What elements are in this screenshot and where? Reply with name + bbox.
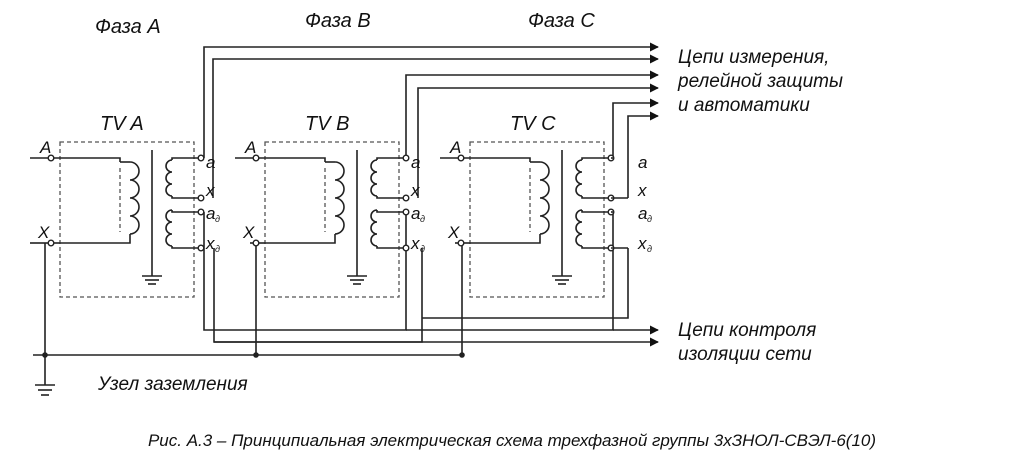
measurement-label-line2: релейной защиты xyxy=(677,71,843,92)
isolation-label-line2: изоляции сети xyxy=(678,344,812,365)
phase-b-title: Фаза В xyxy=(305,10,371,32)
primary-label-x: X xyxy=(447,223,460,242)
primary-terminal-x xyxy=(457,239,465,247)
secondary-winding-aux xyxy=(575,209,583,247)
secondary-label-ad: a xyxy=(411,204,420,223)
primary-label-x: X xyxy=(37,223,50,242)
secondary-label-ad-sub: д xyxy=(215,214,220,224)
secondary-label-ad-sub: д xyxy=(647,214,652,224)
transformer-label: TV A xyxy=(100,113,144,135)
ground-bus xyxy=(33,243,465,385)
secondary-label-x: x xyxy=(410,181,420,200)
primary-terminal-a xyxy=(252,154,260,162)
transformer-label: TV C xyxy=(510,113,556,135)
isolation-bus xyxy=(203,212,659,347)
transformer-enclosure xyxy=(469,141,605,298)
secondary-label-xd-sub: д xyxy=(647,244,652,254)
secondary-label-xd: x xyxy=(205,234,215,253)
transformer-label: TV B xyxy=(305,113,349,135)
transformer-enclosure xyxy=(264,141,400,298)
secondary-label-ad: a xyxy=(638,204,647,223)
secondary-label-xd-sub: д xyxy=(215,244,220,254)
primary-label-a: A xyxy=(244,138,256,157)
secondary-label-x: x xyxy=(205,181,215,200)
secondary-winding-main xyxy=(370,159,378,197)
secondary-label-ad: a xyxy=(206,204,215,223)
secondary-terminal-a xyxy=(402,154,410,162)
secondary-label-xd-sub: д xyxy=(420,244,425,254)
primary-label-a: A xyxy=(449,138,461,157)
secondary-winding-aux xyxy=(370,209,378,247)
phase-a-title: Фаза А xyxy=(95,16,161,38)
ground-junction-1 xyxy=(42,352,48,358)
secondary-label-xd: x xyxy=(410,234,420,253)
secondary-terminal-ad xyxy=(197,208,205,216)
secondary-terminal-ad xyxy=(402,208,410,216)
secondary-label-x: x xyxy=(637,181,647,200)
ground-symbol-icon xyxy=(35,384,55,396)
secondary-label-a: a xyxy=(206,153,215,172)
secondary-label-a: a xyxy=(638,153,647,172)
secondary-winding-main xyxy=(165,159,173,197)
ground-label: Узел заземления xyxy=(97,374,248,395)
secondary-winding-main xyxy=(575,159,583,197)
primary-terminal-x xyxy=(47,239,55,247)
measurement-label-line1: Цепи измерения, xyxy=(678,47,829,68)
wiring-diagram: Фаза А Фаза В Фаза С Цепи измерения, рел… xyxy=(30,10,843,396)
secondary-terminal-x xyxy=(197,194,205,202)
secondary-terminal-xd xyxy=(197,244,205,252)
primary-terminal-x xyxy=(252,239,260,247)
secondary-label-ad-sub: д xyxy=(420,214,425,224)
transformer-enclosure xyxy=(59,141,195,298)
measurement-label-line3: и автоматики xyxy=(678,95,810,116)
phase-c-title: Фаза С xyxy=(528,10,595,32)
primary-winding xyxy=(334,161,345,235)
measurement-bus xyxy=(203,42,659,198)
secondary-winding-aux xyxy=(165,209,173,247)
primary-terminal-a xyxy=(457,154,465,162)
figure-caption: Рис. А.3 – Принципиальная электрическая … xyxy=(147,431,877,450)
secondary-terminal-x xyxy=(402,194,410,202)
secondary-label-a: a xyxy=(411,153,420,172)
primary-winding xyxy=(129,161,140,235)
primary-winding xyxy=(539,161,550,235)
primary-label-a: A xyxy=(39,138,51,157)
secondary-terminal-a xyxy=(197,154,205,162)
secondary-label-xd: x xyxy=(637,234,647,253)
isolation-label-line1: Цепи контроля xyxy=(678,320,816,341)
secondary-terminal-xd xyxy=(402,244,410,252)
primary-terminal-a xyxy=(47,154,55,162)
primary-label-x: X xyxy=(242,223,255,242)
